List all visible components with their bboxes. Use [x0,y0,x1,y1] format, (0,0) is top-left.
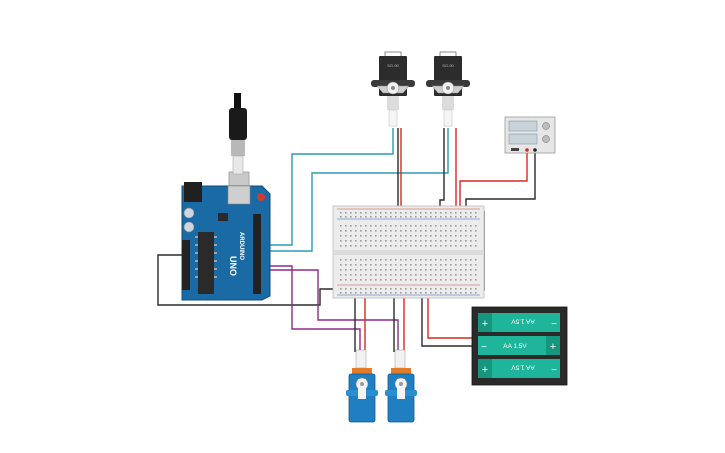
power-jack [184,182,202,202]
wire-purple-servo3[interactable] [265,265,361,352]
breadboard-holes [340,212,477,294]
wires [157,128,536,352]
wire-red-psu[interactable] [459,150,528,213]
cell-3-label: AA 1.5V [511,364,535,371]
psu-display-voltage [508,120,538,132]
servo-label: SG-90 [442,63,454,68]
power-header [182,240,190,290]
wire-black-servo2[interactable] [439,128,445,213]
wire-black-servo1[interactable] [392,128,399,213]
wire-teal-servo1[interactable] [265,128,394,246]
battery-cell-2 [478,336,560,355]
atmega-chip [198,232,214,294]
cell-2-plus: + [550,341,556,353]
reset-button[interactable] [257,193,265,201]
wire-black-arduino-gnd[interactable] [157,254,338,306]
wire-teal-servo2[interactable] [265,128,449,252]
arduino-model: UNO [228,256,238,276]
battery-cell-1 [478,313,560,332]
arduino-brand: ARDUINO [238,232,244,260]
servo-label: SG-90 [387,63,399,68]
wire-red-battery[interactable] [427,292,474,339]
wire-purple-servo4[interactable] [265,269,399,352]
cell-1-minus: − [551,319,557,330]
psu-knob-current[interactable] [542,135,550,143]
digital-header [253,214,261,294]
cell-1-label: AA 1.5V [511,318,535,325]
wire-black-battery[interactable] [421,292,474,347]
cell-3-plus: + [482,364,488,376]
battery-cell-3 [478,359,560,378]
dc-power-supply[interactable] [504,116,556,154]
usb-jack [227,185,251,205]
psu-knob-voltage[interactable] [542,122,550,130]
usb-cable[interactable] [228,93,250,197]
servo-bottom-2[interactable] [385,349,417,423]
breadboard[interactable] [332,205,485,299]
battery-pack[interactable]: + − AA 1.5V + − AA 1.5V + − AA 1.5V [471,306,568,386]
arduino-uno-board[interactable]: ARDUINO UNO [181,182,271,301]
cell-1-plus: + [482,318,488,330]
cell-3-minus: − [551,365,557,376]
servo-top-1[interactable]: SG-90 [371,51,415,127]
servo-top-2[interactable]: SG-90 [426,51,470,127]
servo-bottom-1[interactable] [346,349,378,423]
cell-2-label: AA 1.5V [503,343,527,350]
cell-2-minus: − [481,342,487,353]
psu-display-current [508,133,538,145]
